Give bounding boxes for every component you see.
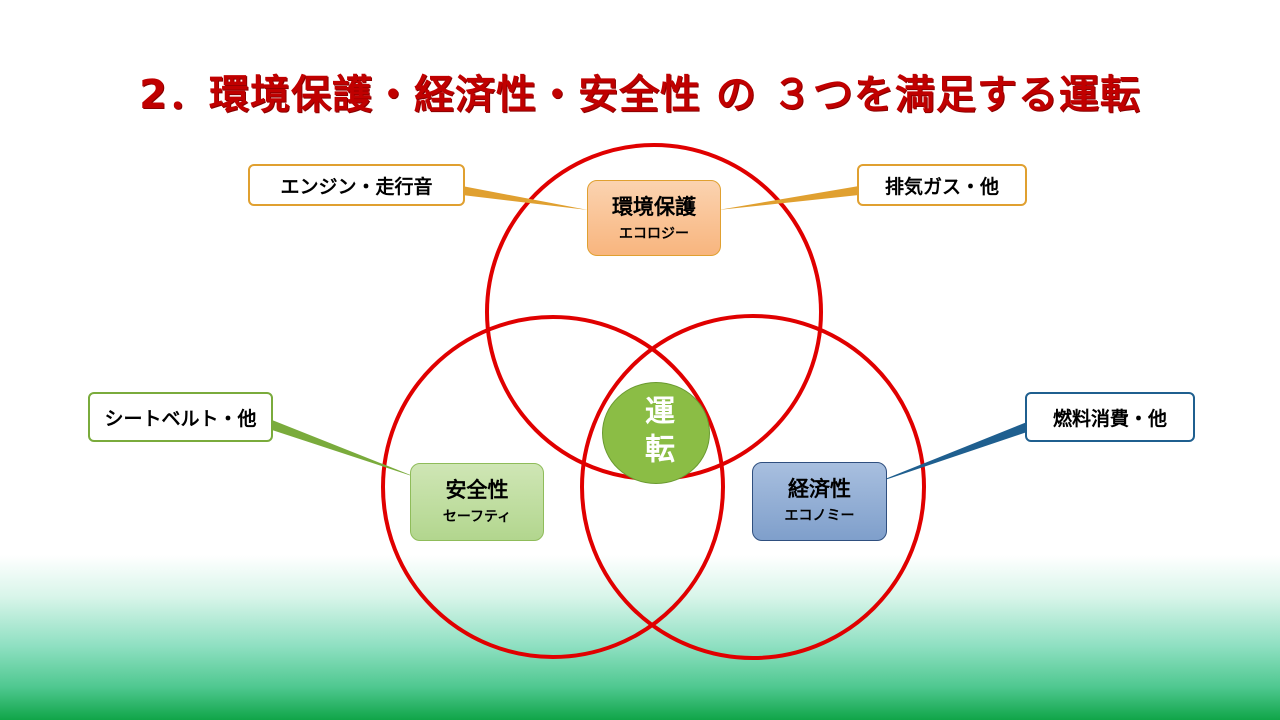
box-economy: 経済性 エコノミー (752, 462, 887, 541)
slide-title: 2．環境保護・経済性・安全性 の ３つを満足する運転 (139, 72, 1141, 118)
callout-fuel: 燃料消費・他 (1025, 392, 1195, 442)
callout-engine-noise: エンジン・走行音 (248, 164, 465, 206)
circle-safety (381, 315, 725, 659)
economy-label: 経済性 (788, 477, 851, 501)
background-gradient (0, 555, 1280, 720)
safety-label: 安全性 (445, 478, 509, 502)
box-ecology: 環境保護 エコロジー (587, 180, 721, 256)
box-safety: 安全性 セーフティ (410, 463, 544, 541)
callout-pointer-fuel (870, 422, 1027, 485)
ecology-label: 環境保護 (612, 195, 696, 219)
economy-sublabel: エコノミー (784, 508, 855, 524)
circle-economy (580, 314, 926, 660)
callout-exhaust: 排気ガス・他 (857, 164, 1027, 206)
center-driving: 運転 (602, 382, 710, 484)
callout-seatbelt: シートベルト・他 (88, 392, 273, 442)
callout-pointer-exhaust (718, 186, 859, 210)
callout-pointer-seatbelt (272, 420, 418, 478)
callout-pointer-engine (462, 186, 588, 210)
safety-sublabel: セーフティ (442, 509, 512, 525)
ecology-sublabel: エコロジー (619, 226, 689, 242)
